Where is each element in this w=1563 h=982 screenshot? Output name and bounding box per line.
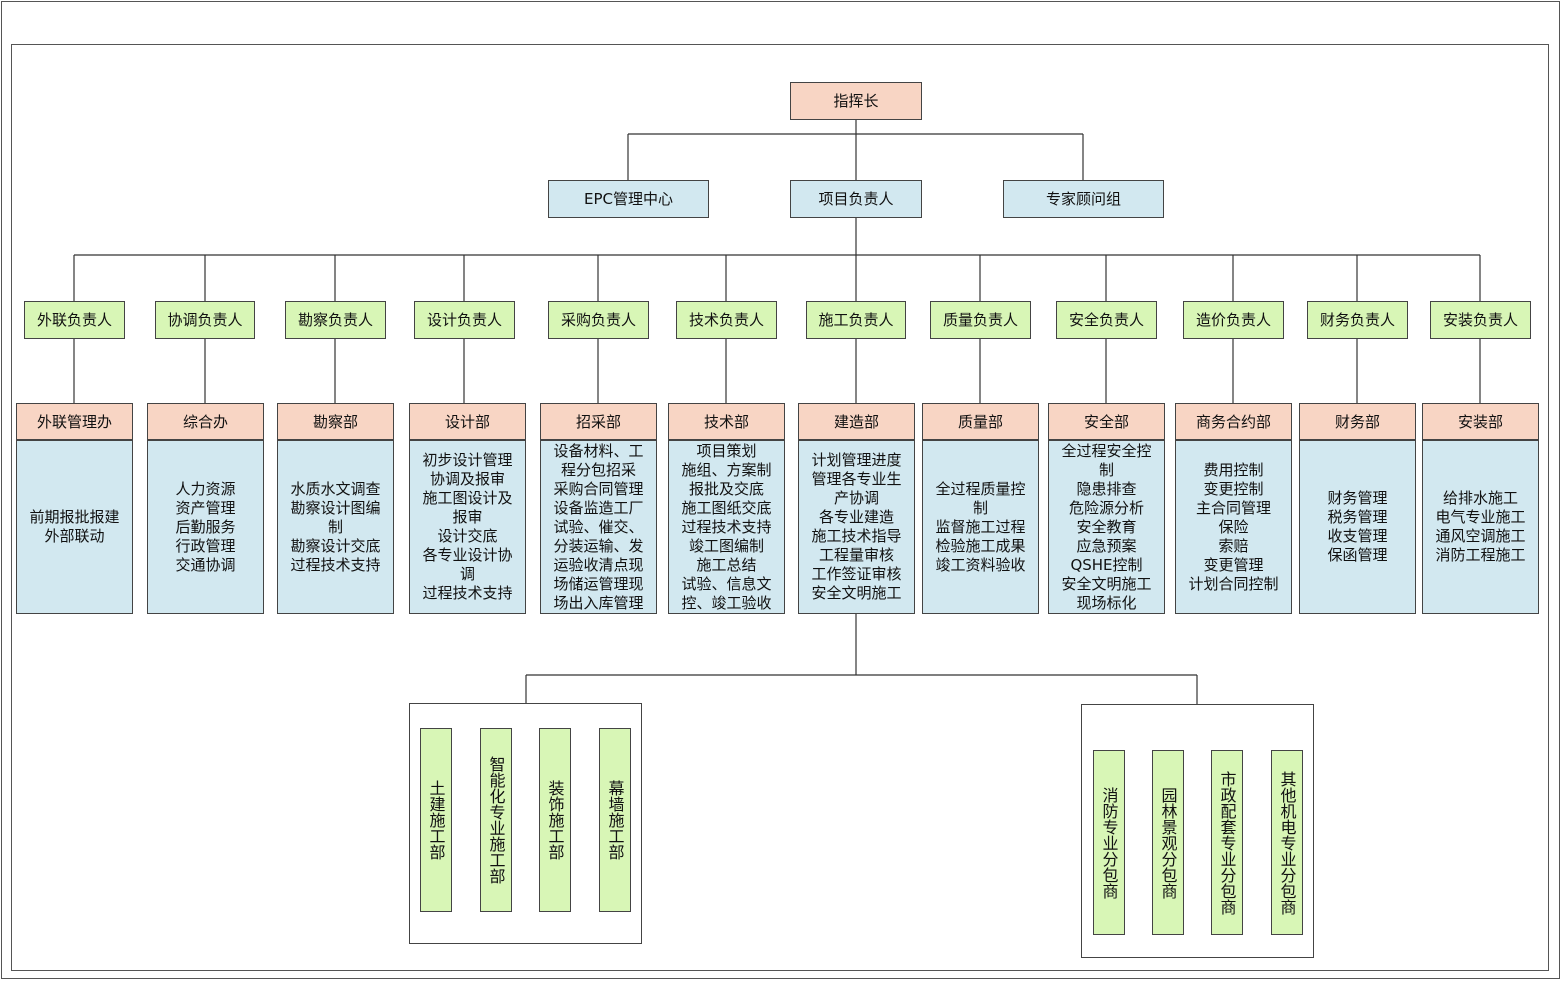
dept-desc-design: 初步设计管理 协调及报审 施工图设计及 报审 设计交底 各专业设计协 调 过程技… bbox=[409, 440, 526, 614]
dept-header-survey: 勘察部 bbox=[277, 403, 394, 440]
lead-liaison: 外联负责人 bbox=[24, 301, 125, 339]
dept-header-quality: 质量部 bbox=[922, 403, 1039, 440]
lead-safety: 安全负责人 bbox=[1056, 301, 1157, 339]
lead-cost: 造价负责人 bbox=[1183, 301, 1284, 339]
dept-desc-installation: 给排水施工 电气专业施工 通风空调施工 消防工程施工 bbox=[1422, 440, 1539, 614]
expert-advisory-box: 专家顾问组 bbox=[1003, 180, 1164, 218]
dept-header-commercial: 商务合约部 bbox=[1175, 403, 1292, 440]
unit-decoration: 装饰施工部 bbox=[539, 728, 571, 912]
dept-desc-commercial: 费用控制 变更控制 主合同管理 保险 索赔 变更管理 计划合同控制 bbox=[1175, 440, 1292, 614]
diagram-frame bbox=[11, 44, 1549, 971]
dept-header-installation: 安装部 bbox=[1422, 403, 1539, 440]
lead-design: 设计负责人 bbox=[414, 301, 515, 339]
dept-header-technical: 技术部 bbox=[668, 403, 785, 440]
sub-mep: 其他机电专业分包商 bbox=[1271, 750, 1303, 935]
dept-desc-technical: 项目策划 施组、方案制 报批及交底 施工图纸交底 过程技术支持 竣工图编制 施工… bbox=[668, 440, 785, 614]
lead-technical: 技术负责人 bbox=[676, 301, 777, 339]
dept-desc-quality: 全过程质量控 制 监督施工过程 检验施工成果 竣工资料验收 bbox=[922, 440, 1039, 614]
dept-header-liaison: 外联管理办 bbox=[16, 403, 133, 440]
dept-desc-general: 人力资源 资产管理 后勤服务 行政管理 交通协调 bbox=[147, 440, 264, 614]
unit-curtain-wall: 幕墙施工部 bbox=[599, 728, 631, 912]
dept-desc-finance: 财务管理 税务管理 收支管理 保函管理 bbox=[1299, 440, 1416, 614]
dept-header-procurement: 招采部 bbox=[540, 403, 657, 440]
commander-box: 指挥长 bbox=[790, 82, 922, 120]
sub-landscape: 园林景观分包商 bbox=[1152, 750, 1184, 935]
dept-header-design: 设计部 bbox=[409, 403, 526, 440]
lead-procurement: 采购负责人 bbox=[548, 301, 649, 339]
lead-quality: 质量负责人 bbox=[930, 301, 1031, 339]
dept-header-general: 综合办 bbox=[147, 403, 264, 440]
unit-civil: 土建施工部 bbox=[420, 728, 452, 912]
sub-fire: 消防专业分包商 bbox=[1093, 750, 1125, 935]
lead-survey: 勘察负责人 bbox=[285, 301, 386, 339]
dept-header-finance: 财务部 bbox=[1299, 403, 1416, 440]
sub-municipal: 市政配套专业分包商 bbox=[1211, 750, 1243, 935]
dept-desc-safety: 全过程安全控 制 隐患排查 危险源分析 安全教育 应急预案 QSHE控制 安全文… bbox=[1048, 440, 1165, 614]
unit-intelligent: 智能化专业施工部 bbox=[480, 728, 512, 912]
lead-finance: 财务负责人 bbox=[1307, 301, 1408, 339]
epc-management-center-box: EPC管理中心 bbox=[548, 180, 709, 218]
lead-installation: 安装负责人 bbox=[1430, 301, 1531, 339]
dept-desc-liaison: 前期报批报建 外部联动 bbox=[16, 440, 133, 614]
dept-header-construction: 建造部 bbox=[798, 403, 915, 440]
dept-desc-procurement: 设备材料、工 程分包招采 采购合同管理 设备监造工厂 试验、催交、 分装运输、发… bbox=[540, 440, 657, 614]
dept-desc-survey: 水质水文调查 勘察设计图编 制 勘察设计交底 过程技术支持 bbox=[277, 440, 394, 614]
dept-desc-construction: 计划管理进度 管理各专业生 产协调 各专业建造 施工技术指导 工程量审核 工作签… bbox=[798, 440, 915, 614]
dept-header-safety: 安全部 bbox=[1048, 403, 1165, 440]
lead-coordination: 协调负责人 bbox=[155, 301, 255, 339]
project-lead-box: 项目负责人 bbox=[790, 180, 922, 218]
lead-construction: 施工负责人 bbox=[806, 301, 906, 339]
